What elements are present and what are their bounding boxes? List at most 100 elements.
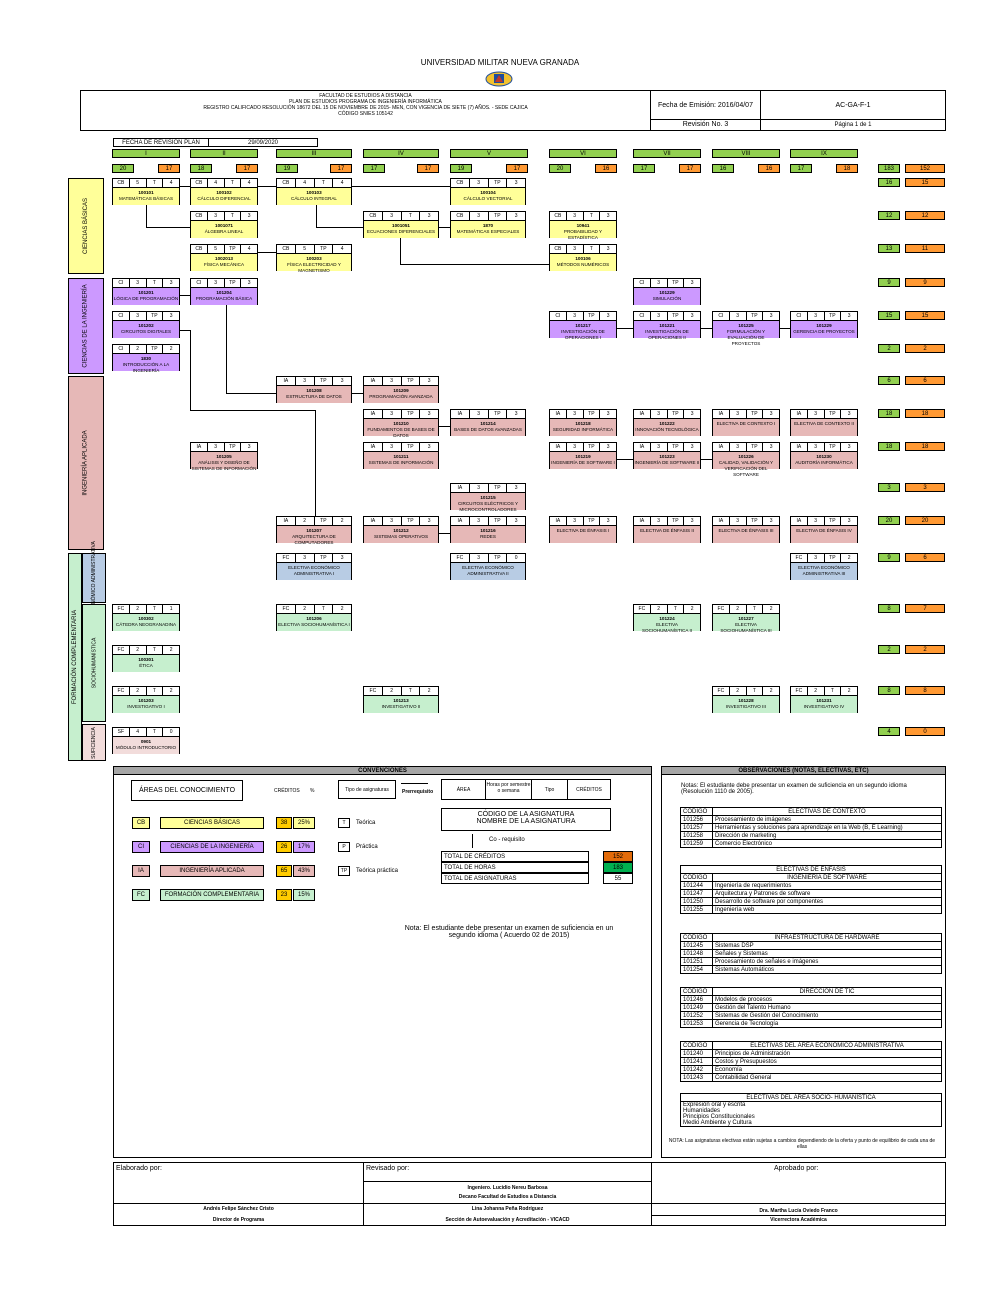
semester-header: VI xyxy=(549,149,617,158)
elective-name: Sistemas Automáticos xyxy=(712,965,942,974)
course-attr: IA xyxy=(364,517,383,525)
codigo-header: CODIGO xyxy=(680,1041,713,1050)
course-attr: 3 xyxy=(427,411,431,417)
course-attr: 2 xyxy=(847,688,851,694)
course-name: CALIDAD, VALIDACIÓN Y VERIFICACIÓN DEL S… xyxy=(718,460,774,477)
row-hours: 8 xyxy=(878,686,900,695)
course-name: CIRCUITOS ELÉCTRICOS Y MICROCONTROLADORE… xyxy=(457,501,519,512)
course-name: FÍSICA ELECTRICIDAD Y MAGNETISMO xyxy=(287,262,341,273)
course-attr: 2 xyxy=(130,345,147,353)
course-attr: 3 xyxy=(427,518,431,524)
course-attr: 3 xyxy=(169,313,173,319)
elective-name: Principios de Administración xyxy=(712,1049,942,1058)
course-code: 101201 xyxy=(138,290,154,295)
course-attr: FC xyxy=(113,687,130,695)
course-attr: 3 xyxy=(769,313,773,319)
legend-area: INGENIERÍA APLICADA xyxy=(160,865,264,877)
elective-code: 101249 xyxy=(680,1003,713,1012)
course-attr: 3 xyxy=(169,280,173,286)
course-attr: 3 xyxy=(470,179,489,187)
row-hours: 2 xyxy=(878,645,900,654)
course-attr: 3 xyxy=(470,517,489,525)
language-note: Nota: El estudiante debe presentar un ex… xyxy=(404,925,614,939)
course-name: INVESTIGATIVO III xyxy=(726,704,766,709)
course-code: 1002013 xyxy=(215,256,233,261)
course-attr: IA xyxy=(451,410,470,418)
course-code: 100101 xyxy=(138,190,154,195)
observations-panel: OBSERVACIONES (NOTAS, ELECTIVAS, ETC) No… xyxy=(661,766,946,1158)
elective-code: 101245 xyxy=(680,941,713,950)
course-attr: 4 xyxy=(340,180,344,186)
total-value: 55 xyxy=(603,873,633,884)
course-code: 101218 xyxy=(575,421,591,426)
conventions-title: CONVENCIONES xyxy=(114,767,651,775)
course-attr: 3 xyxy=(651,443,668,451)
course-name: INVESTIGATIVO II xyxy=(381,704,421,709)
total-label: TOTAL DE HORAS xyxy=(441,862,589,873)
course-name: CIRCUITOS DIGITALES xyxy=(120,329,172,334)
semester-hours: 16 xyxy=(712,164,734,173)
course-name: INGENIERÍA DE SOFTWARE I xyxy=(551,460,615,465)
row-hours: 18 xyxy=(878,409,900,418)
course-attr: 2 xyxy=(651,605,668,613)
course-code: 100103 xyxy=(306,190,322,195)
course-attr: IA xyxy=(277,517,296,525)
course-name: SIMULACIÓN xyxy=(652,296,682,301)
course-code: 101231 xyxy=(816,698,832,703)
course-attr: 3 xyxy=(470,410,489,418)
course-attr: 1 xyxy=(169,606,173,612)
semester-credits: 17 xyxy=(679,164,701,173)
course-attr: FC xyxy=(277,554,296,562)
course-code: 101224 xyxy=(659,616,675,621)
type-code: P xyxy=(338,842,350,852)
course-code: 101219 xyxy=(575,454,591,459)
author-name: Andrés Felipe Sánchez Cristo xyxy=(203,1206,274,1212)
course-attr: 3 xyxy=(427,444,431,450)
course-attr: T xyxy=(225,179,242,187)
course-attr: T xyxy=(315,179,334,187)
course-name: INVESTIGACIÓN DE OPERACIONES II xyxy=(645,329,689,340)
elective-name: Procesamiento de imágenes xyxy=(712,815,942,824)
course-code: 101213 xyxy=(393,698,409,703)
elective-code: 101255 xyxy=(680,905,713,914)
legend-credits: 38 xyxy=(276,817,292,829)
course-attr: T xyxy=(825,687,842,695)
course-attr: 3 xyxy=(383,517,402,525)
course-attr: TP xyxy=(668,443,685,451)
course-name: ELECTIVA DE ÉNFASIS III xyxy=(718,528,774,533)
semester-hours: 17 xyxy=(363,164,385,173)
course-attr: TP xyxy=(668,410,685,418)
course-attr: 2 xyxy=(730,687,747,695)
course-attr: T xyxy=(402,212,421,220)
elective-code: 101242 xyxy=(680,1065,713,1074)
course-name: ELECTIVA ECONÓMICO ADMINISTRATIVA II xyxy=(462,565,514,576)
observations-note: Notas: El estudiante debe presentar un e… xyxy=(681,783,907,795)
course-attr: TP xyxy=(315,554,334,562)
semester-hours: 19 xyxy=(450,164,472,173)
course-attr: 3 xyxy=(470,212,489,220)
course-attr: TP xyxy=(825,517,842,525)
course-attr: 3 xyxy=(690,313,694,319)
course-code: 101206 xyxy=(306,616,322,621)
course-attr: TP xyxy=(402,443,421,451)
area-ciencias-ingenieria: CIENCIAS DE LA INGENIERÍA xyxy=(68,278,104,374)
course-attr: TP xyxy=(489,410,508,418)
row-credits: 18 xyxy=(905,442,945,451)
semester-hours: 18 xyxy=(190,164,212,173)
course-attr: 3 xyxy=(730,410,747,418)
